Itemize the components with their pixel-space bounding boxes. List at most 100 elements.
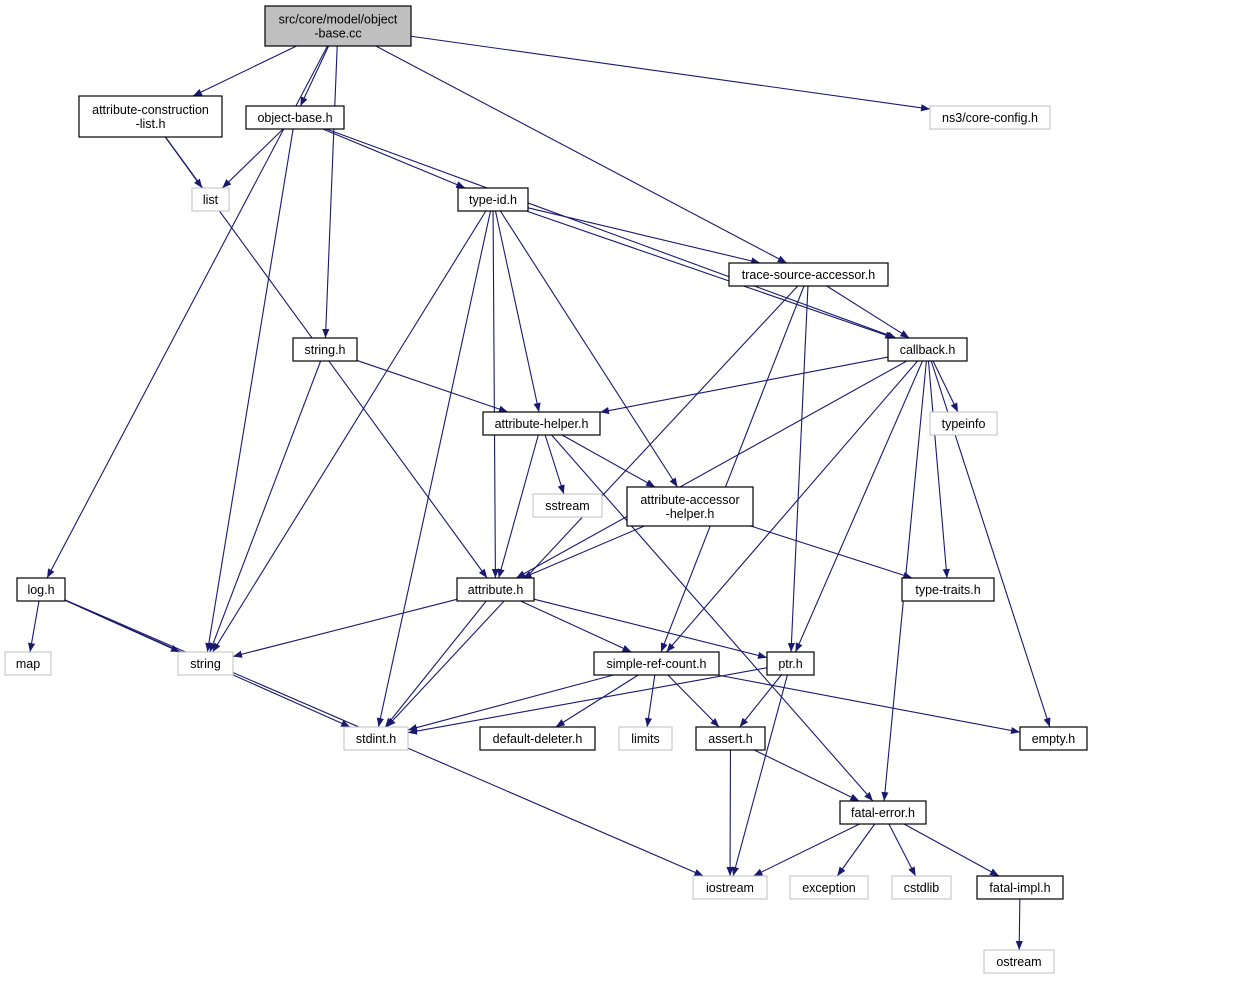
edge-root-to-acl	[193, 46, 297, 96]
edge-assert-to-fatalerror	[754, 750, 859, 801]
node-label: -helper.h	[666, 507, 715, 521]
node-fatalerror[interactable]: fatal-error.h	[840, 801, 926, 824]
edge-objbase-to-callback	[326, 129, 896, 338]
node-label: map	[16, 657, 40, 671]
edge-callback-to-ptr	[796, 361, 923, 652]
node-stdint: stdint.h	[344, 727, 408, 750]
node-label: callback.h	[900, 343, 956, 357]
node-label: log.h	[27, 583, 54, 597]
node-label: exception	[802, 881, 856, 895]
node-label: empty.h	[1032, 732, 1076, 746]
node-attrhelper[interactable]: attribute-helper.h	[483, 412, 600, 435]
node-label: sstream	[545, 499, 589, 513]
edge-ptr-to-iostream	[733, 675, 787, 876]
edge-attrhelper-to-attribute	[499, 435, 539, 578]
node-label: -list.h	[136, 117, 166, 131]
edge-src-to-stdint	[408, 675, 613, 730]
node-label: attribute.h	[468, 583, 524, 597]
node-objbase[interactable]: object-base.h	[246, 106, 344, 129]
node-label: attribute-accessor	[640, 493, 739, 507]
node-stringh[interactable]: string.h	[293, 338, 357, 361]
node-label: ns3/core-config.h	[942, 111, 1038, 125]
edge-stringh-to-attrhelper	[357, 360, 508, 412]
node-map: map	[5, 652, 51, 675]
edge-fatalimpl-to-ostream	[1019, 899, 1020, 950]
node-root[interactable]: src/core/model/object-base.cc	[265, 6, 411, 46]
node-label: simple-ref-count.h	[606, 657, 706, 671]
node-limits: limits	[619, 727, 672, 750]
edge-fatalerror-to-iostream	[753, 824, 859, 876]
edge-callback-to-attribute	[516, 361, 907, 578]
node-label: attribute-helper.h	[495, 417, 589, 431]
node-label: iostream	[706, 881, 754, 895]
edge-src-to-empty	[717, 675, 1020, 732]
edge-src-to-limits	[647, 675, 655, 727]
edge-typeid-to-aah	[500, 211, 677, 487]
node-label: type-id.h	[469, 193, 517, 207]
node-tsa[interactable]: trace-source-accessor.h	[729, 263, 888, 286]
edge-typeid-to-stdint	[378, 211, 490, 727]
node-typeid[interactable]: type-id.h	[458, 188, 528, 211]
node-label: list	[203, 193, 219, 207]
edge-tsa-to-callback	[827, 286, 910, 338]
edge-typeid-to-tsa	[528, 208, 760, 263]
node-label: stdint.h	[356, 732, 396, 746]
node-deleter[interactable]: default-deleter.h	[480, 727, 595, 750]
edge-typeid-to-attrhelper	[495, 211, 539, 412]
node-ptr[interactable]: ptr.h	[767, 652, 814, 675]
node-list: list	[192, 188, 229, 211]
edge-objbase-to-typeid	[323, 129, 465, 188]
node-label: assert.h	[708, 732, 753, 746]
edge-tsa-to-ptr	[791, 286, 808, 652]
edge-callback-to-attrhelper	[600, 357, 888, 412]
node-acl[interactable]: attribute-construction-list.h	[79, 96, 222, 137]
edge-attribute-to-ptr	[534, 599, 767, 657]
edge-src-to-deleter	[556, 675, 639, 727]
node-label: limits	[631, 732, 659, 746]
node-log[interactable]: log.h	[17, 578, 65, 601]
node-aah[interactable]: attribute-accessor-helper.h	[627, 487, 753, 526]
node-label: -base.cc	[314, 27, 361, 41]
node-label: ostream	[996, 955, 1041, 969]
edge-src-to-assert	[668, 675, 719, 727]
node-attribute[interactable]: attribute.h	[457, 578, 534, 601]
edge-objbase-to-list	[222, 129, 283, 188]
node-label: attribute-construction	[92, 103, 209, 117]
edge-fatalerror-to-cstdlib	[889, 824, 916, 876]
node-label: src/core/model/object	[279, 13, 398, 27]
edge-callback-to-typetraits	[928, 361, 947, 578]
node-label: type-traits.h	[915, 583, 980, 597]
edge-root-to-stringh	[325, 46, 337, 338]
node-assert[interactable]: assert.h	[696, 727, 765, 750]
node-label: ptr.h	[778, 657, 802, 671]
edge-ptr-to-stdint	[408, 668, 767, 733]
edge-attribute-to-src	[521, 601, 632, 652]
edge-tsa-to-src	[661, 286, 804, 652]
node-callback[interactable]: callback.h	[888, 338, 967, 361]
node-fatalimpl[interactable]: fatal-impl.h	[977, 876, 1063, 899]
node-label: typeinfo	[942, 417, 986, 431]
node-label: default-deleter.h	[493, 732, 583, 746]
node-typetraits[interactable]: type-traits.h	[902, 578, 994, 601]
edge-root-to-objbase	[300, 46, 328, 106]
edge-attribute-to-stdint	[385, 601, 486, 727]
nodes: src/core/model/object-base.cc attribute-c…	[5, 6, 1087, 973]
edge-attribute-to-string	[233, 599, 457, 656]
node-label: string.h	[305, 343, 346, 357]
edge-root-to-coreconfig	[411, 36, 930, 109]
node-exception: exception	[790, 876, 868, 899]
node-label: cstdlib	[904, 881, 939, 895]
node-iostream: iostream	[693, 876, 767, 899]
edge-typeid-to-string	[213, 211, 486, 652]
node-label: string	[190, 657, 221, 671]
node-sstream: sstream	[533, 494, 602, 517]
node-src[interactable]: simple-ref-count.h	[594, 652, 719, 675]
node-empty[interactable]: empty.h	[1020, 727, 1087, 750]
node-label: fatal-error.h	[851, 806, 915, 820]
node-label: object-base.h	[257, 111, 332, 125]
node-ostream: ostream	[984, 950, 1054, 973]
node-label: fatal-impl.h	[989, 881, 1050, 895]
edge-attrhelper-to-sstream	[545, 435, 564, 494]
node-typeinfo: typeinfo	[930, 412, 997, 435]
